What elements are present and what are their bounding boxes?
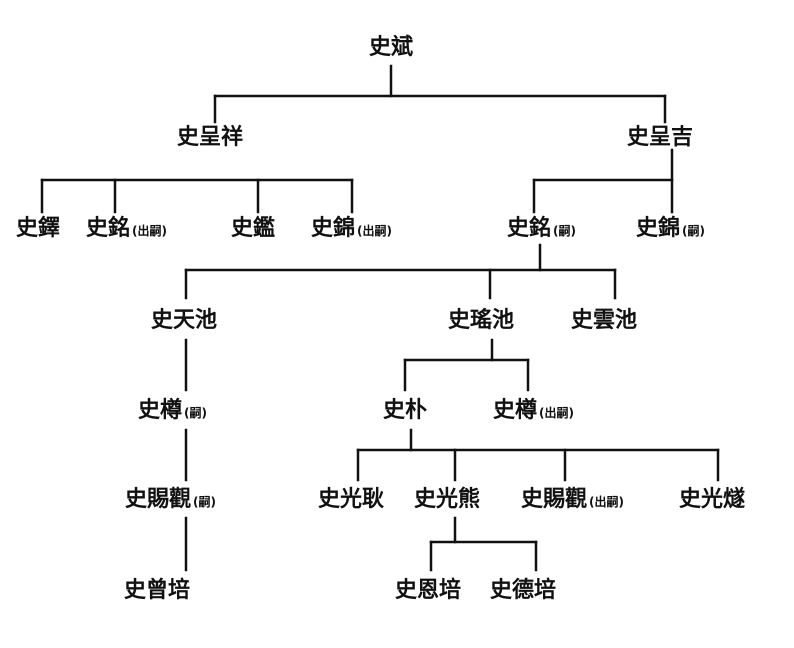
person-shi-tianchi: 史天池 <box>151 308 217 334</box>
person-shi-yaochi: 史瑤池 <box>448 308 514 334</box>
person-shi-ciguan-heir: 史賜觀(嗣) <box>125 487 216 515</box>
person-name: 史雲池 <box>571 308 638 333</box>
person-shi-duo: 史鐸 <box>16 216 60 242</box>
person-name: 史光燧 <box>679 487 746 512</box>
person-shi-bin: 史斌 <box>369 35 413 61</box>
person-name: 史德培 <box>490 578 557 603</box>
person-name: 史樽 <box>493 398 538 423</box>
person-name: 史銘 <box>507 216 552 241</box>
person-shi-guanggeng: 史光耿 <box>318 487 384 513</box>
person-note: (嗣) <box>193 495 216 509</box>
person-shi-jin-heir: 史錦(嗣) <box>636 216 705 244</box>
person-name: 史鐸 <box>16 216 61 241</box>
person-shi-ming-heir: 史銘(嗣) <box>507 216 576 244</box>
person-name: 史賜觀 <box>521 487 588 512</box>
person-note: (出嗣) <box>539 406 574 420</box>
person-name: 史斌 <box>369 35 414 60</box>
person-name: 史天池 <box>151 308 218 333</box>
person-shi-chengji: 史呈吉 <box>627 125 693 151</box>
person-note: (出嗣) <box>132 224 167 238</box>
person-name: 史朴 <box>383 398 428 423</box>
person-name: 史鑑 <box>231 216 276 241</box>
person-shi-yunchi: 史雲池 <box>571 308 637 334</box>
person-shi-ming-adopted-out: 史銘(出嗣) <box>86 216 167 244</box>
person-shi-pu: 史朴 <box>383 398 427 424</box>
person-shi-depei: 史德培 <box>490 578 556 604</box>
person-note: (嗣) <box>184 406 207 420</box>
person-name: 史銘 <box>86 216 131 241</box>
person-shi-guangsui: 史光燧 <box>679 487 745 513</box>
person-name: 史樽 <box>138 398 183 423</box>
person-name: 史呈祥 <box>177 125 244 150</box>
person-name: 史錦 <box>636 216 681 241</box>
person-shi-enpei: 史恩培 <box>395 578 461 604</box>
person-name: 史賜觀 <box>125 487 192 512</box>
person-name: 史光熊 <box>414 487 481 512</box>
person-note: (嗣) <box>553 224 576 238</box>
person-name: 史光耿 <box>318 487 385 512</box>
person-shi-chengxiang: 史呈祥 <box>177 125 243 151</box>
person-shi-zengpei: 史曾培 <box>124 578 190 604</box>
person-note: (嗣) <box>682 224 705 238</box>
person-shi-zun-heir: 史樽(嗣) <box>138 398 207 426</box>
person-name: 史恩培 <box>395 578 462 603</box>
person-shi-guangxiong: 史光熊 <box>414 487 480 513</box>
person-name: 史曾培 <box>124 578 191 603</box>
person-name: 史瑤池 <box>448 308 515 333</box>
person-shi-jin-adopted-out: 史錦(出嗣) <box>311 216 392 244</box>
person-note: (出嗣) <box>589 495 624 509</box>
person-name: 史錦 <box>311 216 356 241</box>
person-shi-jian: 史鑑 <box>231 216 275 242</box>
person-shi-zun-adopted-out: 史樽(出嗣) <box>493 398 574 426</box>
person-shi-ciguan-adopted-out: 史賜觀(出嗣) <box>521 487 624 515</box>
person-note: (出嗣) <box>357 224 392 238</box>
person-name: 史呈吉 <box>627 125 694 150</box>
